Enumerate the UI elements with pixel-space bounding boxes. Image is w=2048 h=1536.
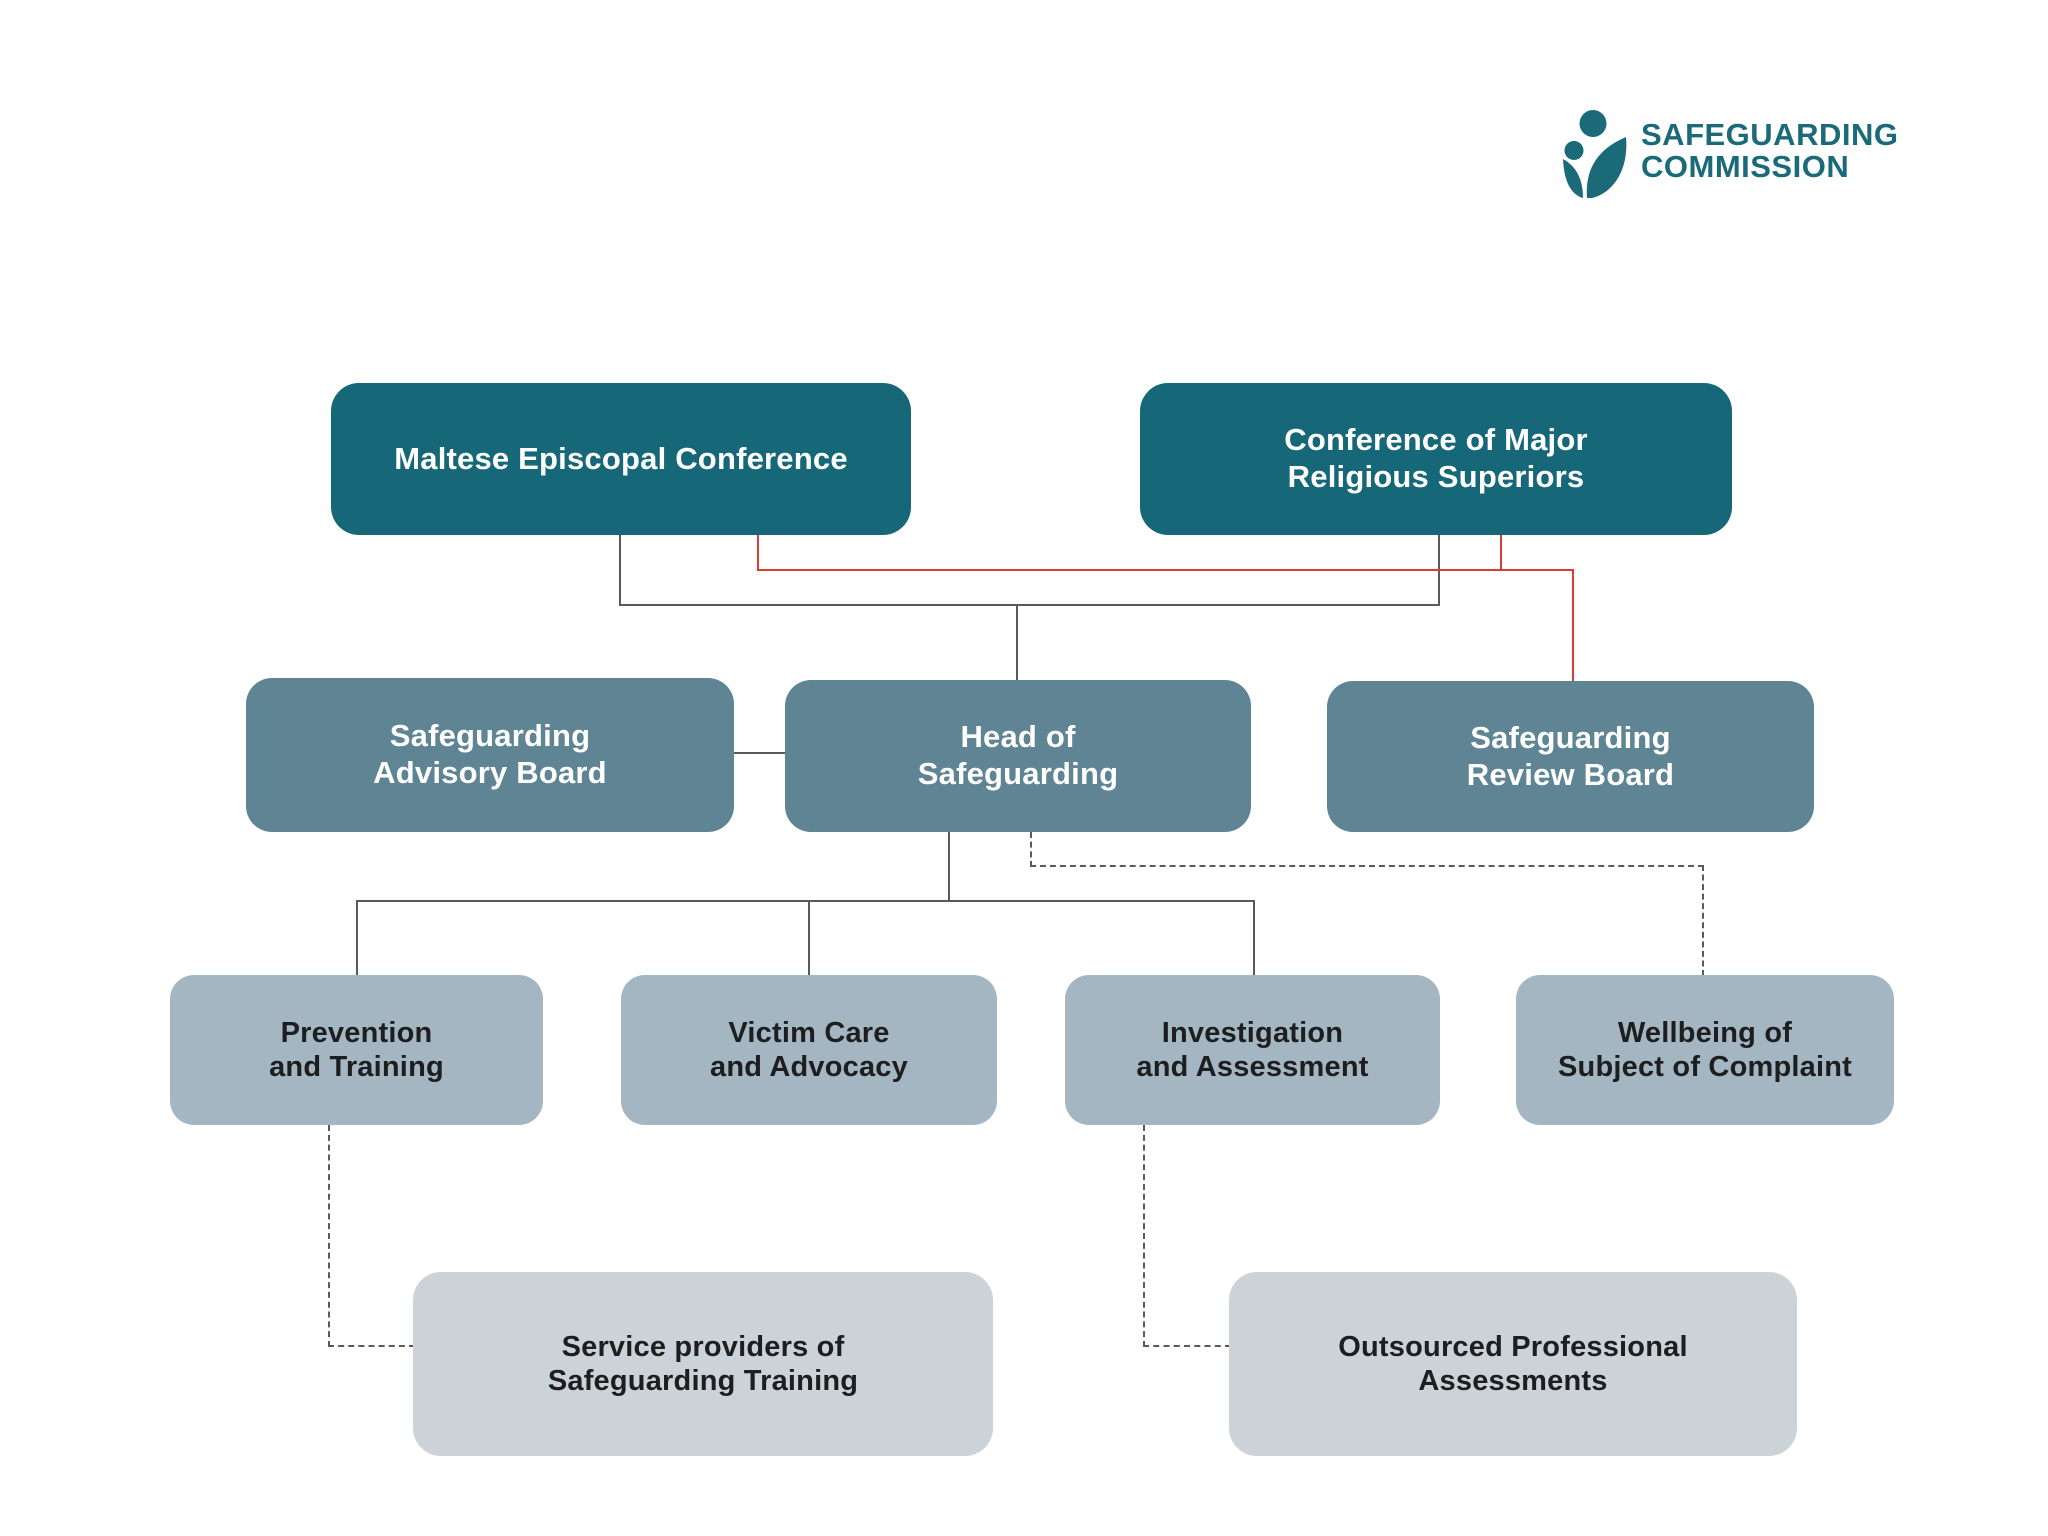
connector-red	[1500, 535, 1502, 571]
org-node-hos: Head of Safeguarding	[785, 680, 1251, 832]
logo-line-1: SAFEGUARDING	[1641, 117, 1899, 152]
org-node-label: Safeguarding Review Board	[1466, 719, 1675, 792]
org-node-label: Maltese Episcopal Conference	[394, 440, 848, 476]
org-node-wsc: Wellbeing of Subject of Complaint	[1516, 975, 1894, 1125]
org-node-mec: Maltese Episcopal Conference	[331, 383, 911, 535]
logo-line-2: COMMISSION	[1641, 149, 1850, 184]
connector-solid	[734, 752, 785, 754]
connector-dashed	[328, 1345, 415, 1347]
connector-solid	[808, 900, 810, 977]
connector-solid	[619, 535, 621, 606]
connector-red	[1572, 569, 1574, 683]
org-node-label: Wellbeing of Subject of Complaint	[1558, 1016, 1852, 1083]
org-node-srb: Safeguarding Review Board	[1327, 681, 1814, 832]
org-node-sab: Safeguarding Advisory Board	[246, 678, 734, 832]
org-node-label: Victim Care and Advocacy	[710, 1016, 908, 1083]
org-node-spst: Service providers of Safeguarding Traini…	[413, 1272, 993, 1456]
logo: SAFEGUARDING COMMISSION	[1563, 110, 1898, 200]
org-node-label: Prevention and Training	[269, 1016, 444, 1083]
org-node-label: Outsourced Professional Assessments	[1338, 1330, 1688, 1397]
org-node-label: Service providers of Safeguarding Traini…	[547, 1330, 859, 1397]
connector-solid	[1253, 900, 1255, 977]
connector-dashed	[1143, 1125, 1145, 1347]
connector-solid	[619, 604, 1440, 606]
org-node-label: Conference of Major Religious Superiors	[1284, 422, 1588, 494]
org-node-label: Investigation and Assessment	[1136, 1016, 1369, 1083]
org-node-cmrs: Conference of Major Religious Superiors	[1140, 383, 1732, 535]
connector-dashed	[1030, 832, 1032, 867]
org-node-label: Head of Safeguarding	[917, 719, 1119, 791]
connector-solid	[1016, 604, 1018, 682]
connector-dashed	[1143, 1345, 1231, 1347]
connector-dashed	[1702, 865, 1704, 976]
connector-red	[757, 535, 759, 571]
connector-solid	[356, 900, 358, 977]
connector-red	[757, 569, 1574, 571]
connector-dashed	[328, 1125, 330, 1347]
logo-wordmark: SAFEGUARDING COMMISSION	[1641, 110, 1898, 183]
org-node-ia: Investigation and Assessment	[1065, 975, 1440, 1125]
connector-dashed	[1030, 865, 1704, 867]
org-node-label: Safeguarding Advisory Board	[373, 718, 607, 790]
org-node-opa: Outsourced Professional Assessments	[1229, 1272, 1797, 1456]
connector-solid	[356, 900, 1255, 902]
safeguarding-commission-logo-icon	[1563, 110, 1627, 198]
connector-solid	[948, 832, 950, 902]
org-node-vca: Victim Care and Advocacy	[621, 975, 997, 1125]
org-node-pt: Prevention and Training	[170, 975, 543, 1125]
